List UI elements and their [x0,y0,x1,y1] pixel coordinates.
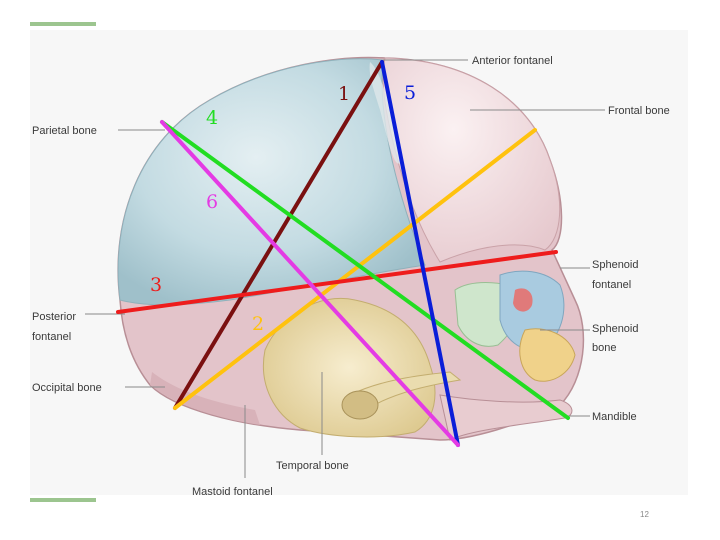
label-anterior-fontanel: Anterior fontanel [472,55,553,67]
measurement-lines [116,60,570,447]
eye-socket-detail [513,288,533,312]
measurement-number-6: 6 [206,191,218,213]
maxilla-shape [519,328,576,382]
bottom-accent-bar [30,498,96,502]
label-sphenoid-bone-1: Sphenoid [592,323,639,335]
temporal-bone-shape [263,298,436,438]
measurement-line-1 [173,60,384,410]
measurement-number-5: 5 [404,82,416,104]
label-mandible: Mandible [592,411,637,423]
occipital-bone-shape [150,372,260,425]
label-parietal-bone: Parietal bone [32,125,97,137]
top-accent-bar [30,22,96,26]
label-posterior-fontanel-1: Posterior [32,311,76,323]
anterior-fontanel-shape [369,62,402,164]
label-mastoid-fontanel: Mastoid fontanel [192,486,273,498]
callout-leaders [85,59,605,478]
label-sphenoid-fontanel-2: fontanel [592,279,631,291]
label-occipital-bone: Occipital bone [32,382,102,394]
label-sphenoid-bone-2: bone [592,342,616,354]
mandible-shape [439,394,573,441]
measurement-number-1: 1 [338,83,350,105]
label-posterior-fontanel-2: fontanel [32,331,71,343]
label-temporal-bone: Temporal bone [276,460,349,472]
measurement-line-5 [380,60,460,447]
measurement-number-3: 3 [150,274,162,296]
ear-canal-shape [341,390,379,420]
measurement-line-3 [116,250,558,314]
page-number: 12 [640,510,649,519]
label-frontal-bone: Frontal bone [608,105,670,117]
measurement-line-6 [160,120,460,447]
measurement-number-2: 2 [252,313,264,335]
measurement-line-4 [160,120,570,420]
measurement-number-4: 4 [206,107,218,129]
measurement-line-2 [173,128,537,410]
label-sphenoid-fontanel-1: Sphenoid [592,259,639,271]
